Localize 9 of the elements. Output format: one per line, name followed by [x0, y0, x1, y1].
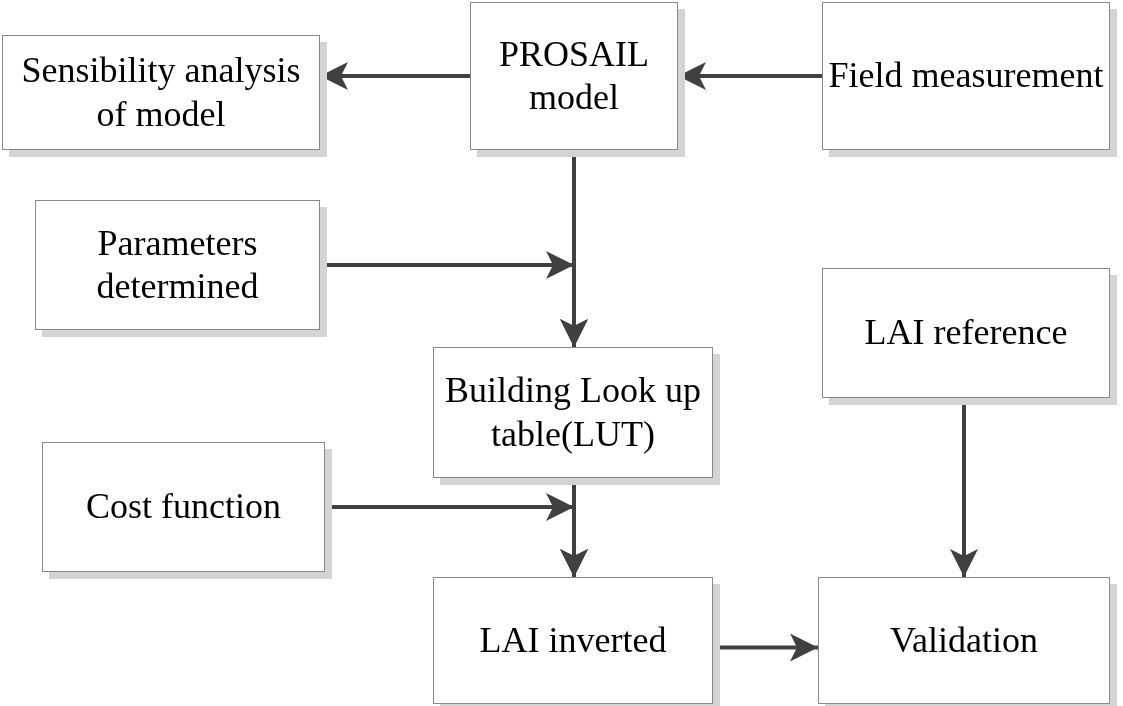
box-label: Validation [890, 618, 1038, 662]
box-label: Field measurement [828, 54, 1104, 98]
box-label: LAI reference [864, 311, 1068, 355]
box-label: Building Look up table(LUT) [444, 369, 702, 456]
box-label: Parameters determined [95, 221, 260, 308]
box-label: Sensibility analysis of model [20, 49, 302, 136]
box-label: LAI inverted [479, 618, 667, 662]
box-label: Cost function [86, 485, 281, 529]
box-label: PROSAIL model [498, 32, 650, 119]
